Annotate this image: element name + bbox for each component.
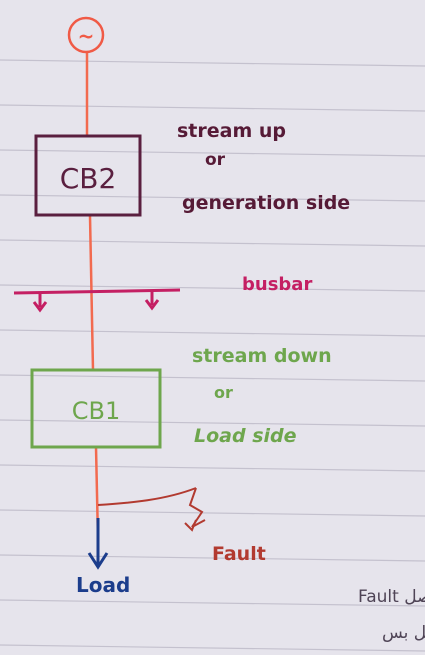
fault-branch (97, 487, 206, 532)
busbar-line (13, 288, 181, 313)
cb1-label: CB1 (72, 397, 121, 425)
upstream-line2: or (205, 150, 226, 170)
ruled-lines (0, 59, 425, 652)
load-label: Load (76, 573, 130, 597)
ac-source-icon (67, 16, 105, 54)
cb2-label: CB2 (60, 162, 117, 195)
source-symbol: ~ (78, 24, 95, 48)
note-line2: الازم CB1 يفصل بس (382, 623, 425, 643)
load-arrow-icon (87, 518, 109, 570)
cb2-box (34, 134, 142, 217)
upstream-line3: generation side (182, 192, 350, 214)
downstream-line3: Load side (194, 425, 297, 447)
fault-label: Fault (212, 543, 266, 565)
upstream-line1: stream up (177, 120, 286, 142)
downstream-line2: or (214, 383, 233, 402)
downstream-line1: stream down (192, 345, 332, 367)
busbar-label: busbar (242, 274, 312, 295)
note-line1: لما يحصل Fault (358, 587, 425, 607)
cb1-box (30, 368, 162, 449)
